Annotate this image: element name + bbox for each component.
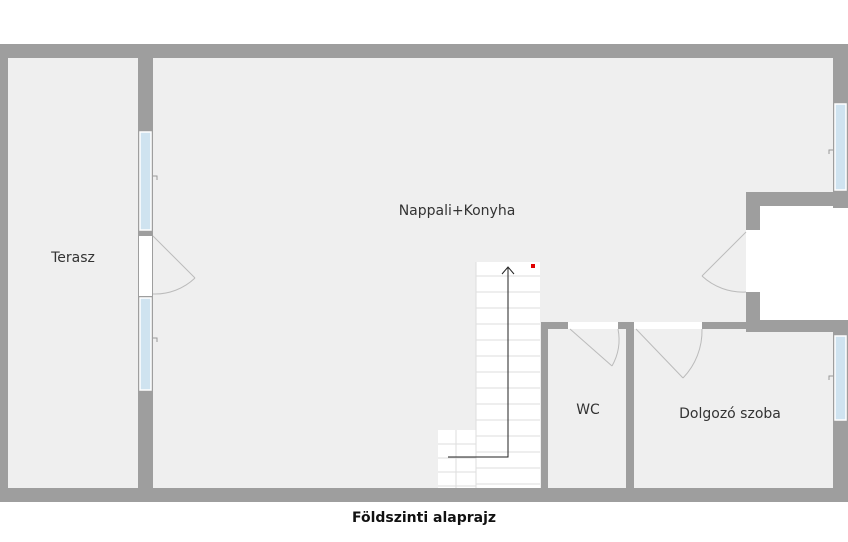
- window-right-lower: [834, 335, 847, 421]
- stair-lower-flight: [438, 430, 478, 488]
- room-label-terrace: Terasz: [50, 250, 95, 266]
- terrace-door-swing: [152, 277, 196, 295]
- terrace-door-opening: [139, 236, 152, 296]
- window-upper: [139, 131, 152, 231]
- room-label-study: Dolgozó szoba: [679, 406, 781, 422]
- wc-door-swing: [611, 328, 620, 367]
- notch-top-wall: [746, 192, 848, 206]
- window-handle-upper: [153, 175, 158, 180]
- study-door-swing: [682, 328, 703, 379]
- wc-door-leaf: [569, 328, 613, 367]
- study-door-leaf: [635, 328, 684, 379]
- terrace-door-leaf: [152, 235, 196, 279]
- floor-plan: Terasz Nappali+Konyha WC Dolgozó szoba: [0, 44, 848, 502]
- window-lower: [139, 297, 152, 391]
- wc-door-opening: [568, 322, 618, 329]
- wc-study-divider: [626, 322, 634, 502]
- study-door-opening: [634, 322, 702, 329]
- plan-caption: Földszinti alaprajz: [351, 510, 497, 526]
- wc-left-wall: [541, 322, 548, 502]
- stair-arrow-head: [501, 266, 515, 275]
- marker-dot: [531, 264, 535, 268]
- terrace-floor: [8, 58, 138, 488]
- notch-bottom-wall: [746, 320, 848, 332]
- entrance-door-swing: [701, 275, 747, 293]
- study-floor: [634, 329, 833, 488]
- room-label-living-kitchen: Nappali+Konyha: [399, 203, 516, 219]
- stair-direction-line: [448, 268, 509, 458]
- top-wall: [0, 44, 848, 58]
- room-label-wc: WC: [576, 402, 600, 418]
- window-handle-right-upper: [828, 149, 833, 154]
- window-right-upper: [834, 103, 847, 191]
- staircase: [438, 262, 540, 488]
- left-wall: [0, 44, 8, 502]
- bottom-wall: [0, 488, 848, 502]
- window-handle-right-lower: [828, 375, 833, 380]
- window-handle-lower: [153, 337, 158, 342]
- entrance-door-leaf: [701, 231, 747, 277]
- wc-floor: [548, 329, 626, 488]
- entrance-door-opening: [746, 230, 760, 292]
